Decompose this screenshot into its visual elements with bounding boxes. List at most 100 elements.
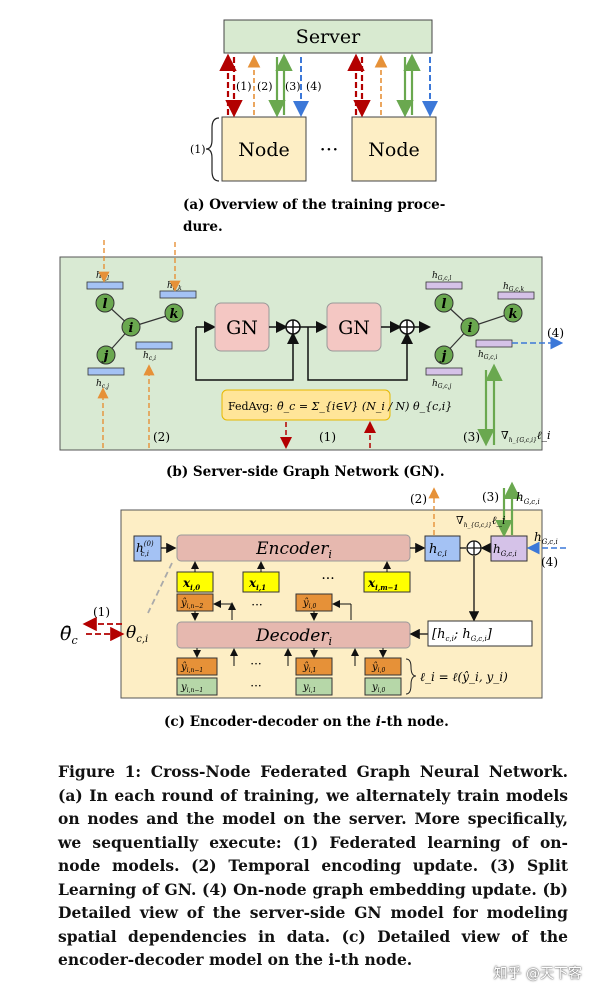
h-gcj-label: hG,c,j	[432, 379, 452, 390]
c-grad-label: ∇h_{G,c,i}ℓ_i	[456, 514, 505, 529]
y-bottom-row: yi,n−1 ··· yi,1 yi,0	[176, 677, 402, 696]
h-gcj-bar	[425, 367, 463, 376]
x-box-1-label: xi,1	[248, 576, 266, 592]
caption-a-line1: (a) Overview of the training proce-	[183, 197, 445, 213]
loss-brace	[405, 658, 417, 695]
c-hg-top: hG,c,i	[516, 490, 540, 506]
y-bottom-n1	[176, 677, 218, 696]
node-l-right	[434, 293, 454, 313]
figure-caption: Figure 1: Cross-Node Federated Graph Neu…	[58, 762, 568, 969]
skip-1	[195, 327, 299, 381]
node-letter-k-r: k	[508, 307, 517, 322]
y-bottom-dots: ···	[250, 679, 261, 693]
x-box-m1-label: xi,m−1	[367, 576, 398, 592]
node-letter-k: k	[169, 307, 178, 322]
h-ci-bar	[135, 341, 173, 350]
step-label-3: (3)	[285, 80, 301, 93]
gn-label-2: GN	[338, 317, 370, 339]
yhat-bottom-row: ŷi,n−1 ··· ŷi,1 ŷi,0	[176, 648, 402, 676]
h-gcl-label: hG,c,l	[432, 271, 452, 282]
node-letter-l: l	[103, 297, 108, 312]
hgci-label: hG,c,i	[493, 542, 517, 558]
node-j-left	[96, 345, 116, 365]
panel-b: l i k j hc,l hc,k hc,i hc,j (2) GN GN	[59, 240, 564, 480]
skip-2	[307, 327, 413, 381]
caption-a-line2: dure.	[183, 219, 223, 235]
concat-box	[427, 620, 533, 647]
fedavg-text: FedAvg:θ̄_c = Σ_{i∈V} (N_i / N) θ_{c,i}	[228, 400, 452, 413]
node-brace	[205, 117, 220, 182]
h-gci-label: hG,c,i	[478, 350, 498, 361]
b-label-2: (2)	[153, 430, 170, 444]
h-cj-bar	[87, 367, 125, 376]
step-label-2: (2)	[257, 80, 273, 93]
node-letter-j-r: j	[439, 349, 447, 364]
b-grad-label: ∇h_{G,c,i}ℓ_i	[501, 429, 550, 444]
yhat-top-0-label: ŷi,0	[302, 598, 316, 610]
yhat-top-n2-label: ŷi,n−2	[180, 598, 203, 610]
c-label-3: (3)	[482, 490, 499, 504]
y-bottom-1-label: yi,1	[302, 682, 316, 694]
server-label: Server	[296, 26, 361, 48]
h0-label: h(0)c,i	[136, 540, 154, 558]
plus-glyph-1	[286, 320, 300, 334]
yhat-bottom-0-label: ŷi,0	[371, 662, 385, 674]
node-i-left	[121, 317, 141, 337]
c-hg-right: hG,c,i	[534, 530, 558, 546]
c-label-1: (1)	[93, 605, 110, 619]
right-node-arrows	[347, 53, 438, 118]
h-gci-bar	[475, 339, 513, 348]
node-letter-i-r: i	[468, 321, 473, 336]
y-bottom-1	[295, 677, 333, 696]
plus-glyph-2	[400, 320, 414, 334]
x-inputs: xi,0 xi,1 ··· xi,m−1	[176, 561, 411, 593]
y-bottom-0-label: yi,0	[371, 682, 385, 694]
h-ck-bar	[159, 290, 197, 299]
server-box	[223, 19, 433, 54]
decoder-label: Decoderi	[255, 626, 332, 648]
right-graph: l i k j hG,c,l hG,c,k hG,c,i hG,c,j	[425, 271, 535, 390]
c-label-4: (4)	[541, 555, 558, 569]
yhat-bottom-dots: ···	[250, 657, 261, 671]
fedavg-box	[221, 389, 391, 421]
node-label-right: Node	[368, 139, 419, 161]
b-label-4: (4)	[547, 326, 564, 340]
left-node-arrows	[219, 53, 309, 118]
yhat-bottom-n1	[176, 657, 218, 676]
panel-a: Server Node Node ··· (1) (1) (2) (3) (4)	[183, 19, 445, 235]
node-ellipsis: ···	[319, 137, 338, 161]
h-gcl-bar	[425, 281, 463, 290]
h-cj-label: hc,j	[96, 379, 109, 390]
panel-c: h(0)c,i Encoderi hc,i hG,c,i xi,0 xi,1 ·…	[60, 481, 566, 730]
yhat-bottom-n1-label: ŷi,n−1	[180, 662, 203, 674]
step-label-1: (1)	[236, 80, 252, 93]
gn-label-1: GN	[226, 317, 258, 339]
node-k-right	[503, 303, 523, 323]
node-box-right	[351, 116, 437, 182]
node-j-right	[434, 345, 454, 365]
yhat-bottom-0	[364, 657, 402, 676]
node-letter-l-r: l	[442, 297, 447, 312]
c-label-2: (2)	[410, 492, 427, 506]
h-ci-label: hc,i	[143, 351, 156, 362]
b-label-1: (1)	[319, 430, 336, 444]
x-dots: ···	[321, 571, 334, 587]
h-cl-bar	[86, 281, 124, 290]
theta-ci-label: θc,i	[126, 623, 148, 645]
theta-bar-label: θ̄c	[60, 623, 78, 647]
loss-label: ℓ_i = ℓ(ŷ_i, y_i)	[420, 670, 508, 684]
node-letter-j: j	[101, 349, 109, 364]
yhat-bottom-1-label: ŷi,1	[302, 662, 316, 674]
watermark: 知乎 @天下客	[493, 966, 582, 982]
hci-box	[424, 535, 461, 562]
x-box-0-label: xi,0	[182, 576, 200, 592]
node-label-left: Node	[238, 139, 289, 161]
node-k-left	[164, 303, 184, 323]
b-label-3: (3)	[463, 430, 480, 444]
h-gck-label: hG,c,k	[503, 282, 525, 293]
encoder-label: Encoderi	[255, 539, 332, 561]
node-box-left	[221, 116, 307, 182]
yhat-bottom-1	[295, 657, 333, 676]
caption-c: (c) Encoder-decoder on the i-th node.	[164, 714, 449, 730]
